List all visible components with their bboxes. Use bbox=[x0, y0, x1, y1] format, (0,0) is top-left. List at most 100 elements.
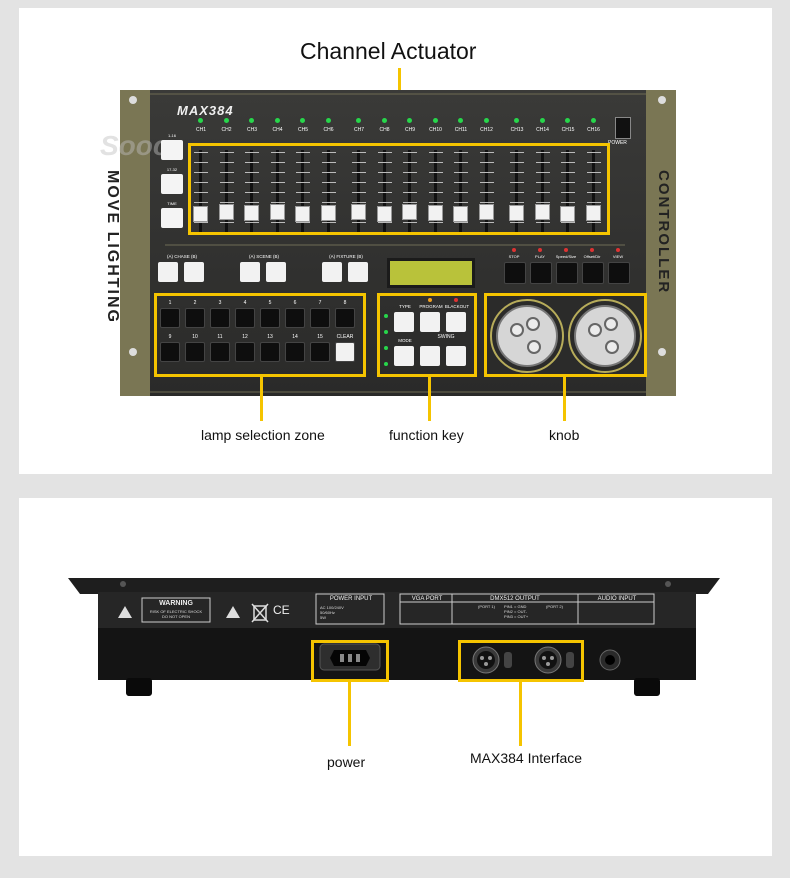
fader-tick bbox=[321, 202, 336, 203]
status-led bbox=[384, 314, 388, 318]
fader-tick bbox=[535, 192, 550, 193]
fixture-button[interactable] bbox=[235, 308, 255, 328]
channel-label: CH2 bbox=[221, 127, 232, 133]
function-button[interactable] bbox=[394, 346, 414, 366]
lamp-selection-zone-label: lamp selection zone bbox=[201, 427, 325, 443]
fixture-button[interactable] bbox=[310, 342, 330, 362]
fader-tick bbox=[561, 182, 575, 183]
fader-tick bbox=[377, 182, 392, 183]
fader-knob[interactable] bbox=[320, 205, 336, 222]
group-button-b[interactable] bbox=[266, 262, 286, 282]
fader-knob[interactable] bbox=[402, 204, 417, 221]
fixture-button[interactable] bbox=[185, 308, 205, 328]
fader-knob[interactable] bbox=[295, 205, 310, 222]
fader-knob[interactable] bbox=[427, 205, 443, 222]
page-button[interactable]: 17-32 bbox=[161, 167, 183, 194]
fixture-button[interactable] bbox=[335, 342, 355, 362]
group-button-b[interactable] bbox=[348, 262, 368, 282]
channel-actuator-highlight bbox=[188, 143, 610, 235]
playback-led bbox=[590, 248, 594, 252]
fixture-button[interactable] bbox=[160, 308, 180, 328]
fixture-button[interactable] bbox=[210, 308, 230, 328]
swing-right-button[interactable] bbox=[446, 346, 466, 366]
function-button[interactable] bbox=[446, 312, 466, 332]
fader-tick bbox=[428, 222, 443, 223]
fader-tick bbox=[586, 192, 601, 193]
fader-tick bbox=[535, 172, 550, 173]
fixture-button[interactable] bbox=[310, 308, 330, 328]
playback-button[interactable] bbox=[556, 262, 578, 284]
fader-tick bbox=[561, 152, 575, 153]
fixture-button[interactable] bbox=[260, 308, 280, 328]
fader-knob[interactable] bbox=[453, 205, 468, 222]
playback-led bbox=[512, 248, 516, 252]
dmx-port-1[interactable] bbox=[472, 646, 512, 674]
channel-led bbox=[590, 118, 596, 123]
fader-knob[interactable] bbox=[376, 205, 392, 222]
channel-led bbox=[198, 118, 203, 123]
page-button[interactable]: 1-16 bbox=[161, 133, 183, 160]
fader-tick bbox=[403, 222, 417, 223]
fader-knob[interactable] bbox=[478, 203, 494, 220]
knob-left[interactable] bbox=[490, 299, 564, 373]
fixture-button[interactable] bbox=[335, 308, 355, 328]
playback-button-label: STOP bbox=[508, 254, 520, 259]
fader-knob[interactable] bbox=[269, 203, 285, 220]
fixture-button[interactable] bbox=[210, 342, 230, 362]
fader-tick bbox=[194, 202, 208, 203]
knob-right[interactable] bbox=[568, 299, 642, 373]
fader-tick bbox=[219, 162, 234, 163]
audio-input-jack[interactable] bbox=[599, 649, 621, 671]
fixture-button[interactable] bbox=[235, 342, 255, 362]
playback-button-label: PLAY bbox=[535, 254, 545, 259]
interface-leader bbox=[519, 682, 522, 746]
fader-knob[interactable] bbox=[560, 205, 575, 222]
fader-knob[interactable] bbox=[193, 205, 208, 222]
fixture-button[interactable] bbox=[260, 342, 280, 362]
fixture-button[interactable] bbox=[285, 342, 305, 362]
channel-label: CH12 bbox=[480, 127, 493, 133]
fader-tick bbox=[194, 162, 208, 163]
fader-tick bbox=[403, 172, 417, 173]
playback-button[interactable] bbox=[504, 262, 526, 284]
fader-tick bbox=[321, 152, 336, 153]
fader-knob[interactable] bbox=[509, 205, 524, 222]
fader-tick bbox=[321, 182, 336, 183]
fader-tick bbox=[377, 152, 392, 153]
function-key-label: function key bbox=[389, 427, 464, 443]
dmx-port-2[interactable] bbox=[534, 646, 574, 674]
fader-tick bbox=[352, 222, 366, 223]
fader-tick bbox=[479, 162, 494, 163]
fader-knob[interactable] bbox=[534, 204, 550, 221]
group-button-b[interactable] bbox=[184, 262, 204, 282]
playback-button[interactable] bbox=[530, 262, 552, 284]
page-button[interactable]: TIME bbox=[161, 201, 183, 228]
fader-tick bbox=[586, 172, 601, 173]
fader-tick bbox=[479, 192, 494, 193]
function-button[interactable] bbox=[420, 312, 440, 332]
fixture-button-label: 2 bbox=[193, 300, 197, 306]
fader-tick bbox=[479, 172, 494, 173]
playback-button[interactable] bbox=[582, 262, 604, 284]
function-button[interactable] bbox=[394, 312, 414, 332]
fixture-button[interactable] bbox=[285, 308, 305, 328]
fixture-button[interactable] bbox=[185, 342, 205, 362]
fixture-button-label: 10 bbox=[192, 334, 198, 340]
fader-knob[interactable] bbox=[351, 204, 366, 221]
fader-knob[interactable] bbox=[585, 205, 601, 222]
group-button-a[interactable] bbox=[158, 262, 178, 282]
fixture-button[interactable] bbox=[160, 342, 180, 362]
playback-button[interactable] bbox=[608, 262, 630, 284]
fixture-button-label: CLEAR bbox=[336, 334, 354, 340]
swing-left-button[interactable] bbox=[420, 346, 440, 366]
power-switch[interactable] bbox=[615, 117, 631, 139]
fader-track bbox=[357, 150, 360, 232]
fader-knob[interactable] bbox=[244, 205, 259, 222]
fader-knob[interactable] bbox=[218, 204, 234, 221]
power-socket[interactable] bbox=[319, 643, 381, 671]
group-button-a[interactable] bbox=[240, 262, 260, 282]
group-button-a[interactable] bbox=[322, 262, 342, 282]
channel-label: CH14 bbox=[536, 127, 549, 133]
fader-tick bbox=[454, 222, 468, 223]
